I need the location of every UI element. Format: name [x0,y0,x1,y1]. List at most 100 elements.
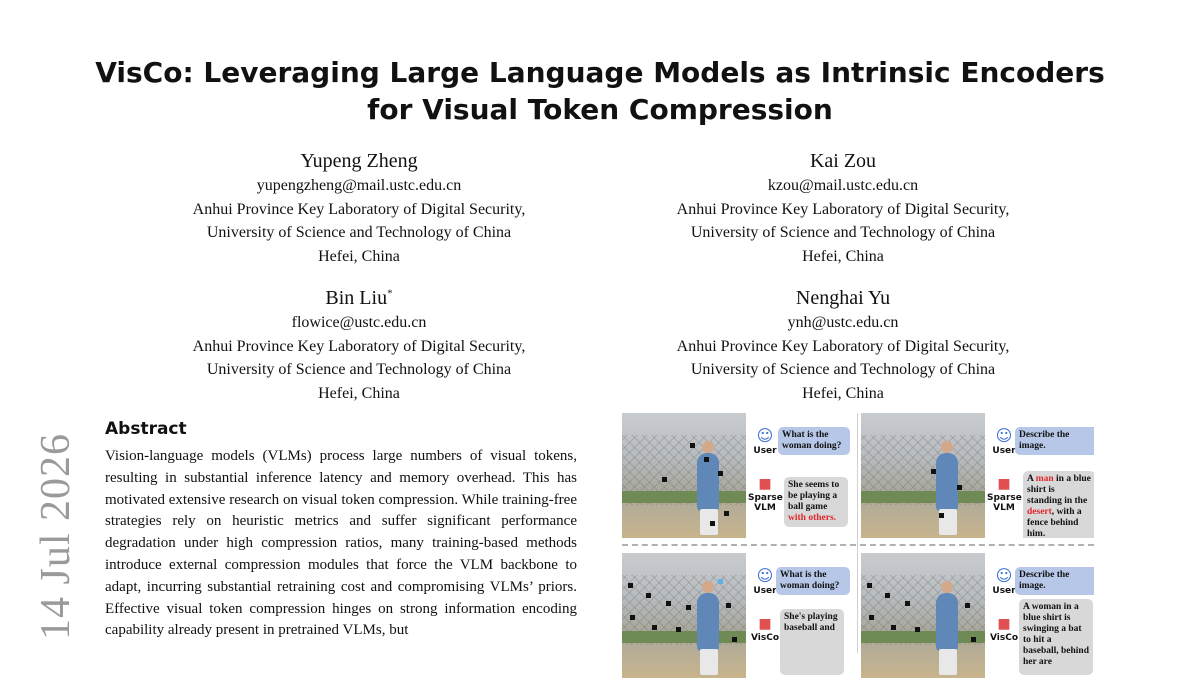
compressed-token-square [965,603,970,608]
arxiv-side-date: 14 Jul 2026 [33,432,79,640]
hallucinated-text: with others. [788,513,837,523]
compressed-token-square [869,615,874,620]
question-bubble: Describe the image. [1015,567,1094,595]
batter-legs [700,509,718,535]
answer-bubble: She seems to be playing a ball game with… [784,477,848,527]
answer-text: A [1027,474,1036,484]
author-name-row: Bin Liu* [129,285,589,311]
author-university: University of Science and Technology of … [206,361,512,378]
figure-panel-visco-describe: ☺ User Describe the image. ■ VisCo A wom… [861,553,1094,678]
robot-icon: ■ [758,616,772,632]
batter-figure [936,581,958,651]
compressed-token-square [915,627,920,632]
compressed-token-square [718,579,723,584]
baseball-photo [622,413,746,538]
figure-panel-sparse-describe: ☺ User Describe the image. ■ Sparse VLM … [861,413,1094,538]
answer-bubble: A man in a blue shirt is standing in the… [1023,471,1094,538]
answer-bubble: A woman in a blue shirt is swinging a ba… [1019,599,1093,675]
compressed-token-square [676,627,681,632]
compressed-token-square [666,601,671,606]
pruned-token-square [710,521,715,526]
hallucinated-text: man [1035,474,1054,484]
author-affiliation: Anhui Province Key Laboratory of Digital… [676,200,1010,218]
author-city: Hefei, China [802,384,884,402]
bot-label: VisCo [750,633,780,643]
user-label: User [753,446,777,456]
grass-strip [622,631,746,643]
batter-figure [697,441,719,511]
user-label: User [992,446,1016,456]
user-label: User [753,586,777,596]
compressed-token-square [885,593,890,598]
author-name: Bin Liu [325,287,388,309]
compressed-token-square [971,637,976,642]
author-block: Nenghai Yu ynh@ustc.edu.cn Anhui Provinc… [613,285,1073,405]
compressed-token-square [646,593,651,598]
author-city: Hefei, China [318,384,400,402]
author-name: Nenghai Yu [795,287,891,309]
batter-legs [939,649,957,675]
paper-title: VisCo: Leveraging Large Language Models … [0,54,1200,128]
pruned-token-square [704,457,709,462]
author-affiliation: Anhui Province Key Laboratory of Digital… [192,337,526,355]
pruned-token-square [662,477,667,482]
author-email[interactable]: kzou@mail.ustc.edu.cn [767,177,919,194]
batter-legs [700,649,718,675]
compressed-token-square [652,625,657,630]
author-affiliation: Anhui Province Key Laboratory of Digital… [676,337,1010,355]
robot-icon: ■ [997,616,1011,632]
author-university: University of Science and Technology of … [206,224,512,241]
answer-text: in a blue shirt is standing in the [1027,474,1091,506]
compressed-token-square [732,637,737,642]
compressed-token-square [630,615,635,620]
author-name: Kai Zou [809,150,877,172]
pruned-token-square [931,469,936,474]
author-university: University of Science and Technology of … [690,361,996,378]
robot-icon: ■ [997,476,1011,492]
baseball-photo [861,553,985,678]
author-email[interactable]: ynh@ustc.edu.cn [787,314,899,331]
grass-strip [861,491,985,503]
figure-dashed-divider [622,544,1094,546]
question-bubble: What is the woman doing? [776,567,850,595]
user-icon: ☺ [995,566,1013,585]
answer-text: She's playing baseball and [784,612,838,633]
abstract-heading: Abstract [105,419,187,439]
user-icon: ☺ [995,426,1013,445]
chat-column: ☺ User Describe the image. ■ Sparse VLM … [987,413,1094,538]
chat-column: ☺ User What is the woman doing? ■ Sparse… [748,413,855,538]
hallucinated-text: desert [1027,507,1052,517]
corresponding-author-mark: * [387,287,393,300]
author-block: Kai Zou kzou@mail.ustc.edu.cn Anhui Prov… [613,148,1073,268]
pruned-token-square [957,485,962,490]
user-icon: ☺ [756,426,774,445]
teaser-figure: ☺ User What is the woman doing? ■ Sparse… [622,413,1094,678]
author-university: University of Science and Technology of … [690,224,996,241]
figure-panel-sparse-question: ☺ User What is the woman doing? ■ Sparse… [622,413,855,538]
baseball-photo [861,413,985,538]
author-city: Hefei, China [802,247,884,265]
abstract-text: Vision-language models (VLMs) process la… [105,448,577,639]
bot-label: VisCo [989,633,1019,643]
figure-panel-visco-question: ☺ User What is the woman doing? ■ VisCo … [622,553,855,678]
title-line-1: VisCo: Leveraging Large Language Models … [95,56,1105,89]
grass-strip [622,491,746,503]
pruned-token-square [724,511,729,516]
baseball-photo [622,553,746,678]
compressed-token-square [891,625,896,630]
question-bubble: Describe the image. [1015,427,1094,455]
author-affiliation: Anhui Province Key Laboratory of Digital… [192,200,526,218]
author-email[interactable]: yupengzheng@mail.ustc.edu.cn [256,177,462,194]
author-city: Hefei, China [318,247,400,265]
abstract-section: Abstract Vision-language models (VLMs) p… [105,418,577,642]
question-bubble: What is the woman doing? [778,427,850,455]
compressed-token-square [867,583,872,588]
batter-figure [697,581,719,651]
compressed-token-square [726,603,731,608]
author-email[interactable]: flowice@ustc.edu.cn [291,314,427,331]
compressed-token-square [686,605,691,610]
bot-label: Sparse VLM [748,493,783,513]
pruned-token-square [718,471,723,476]
answer-text: A woman in a blue shirt is swinging a ba… [1023,602,1089,667]
answer-text: She seems to be playing a ball game [788,480,840,512]
